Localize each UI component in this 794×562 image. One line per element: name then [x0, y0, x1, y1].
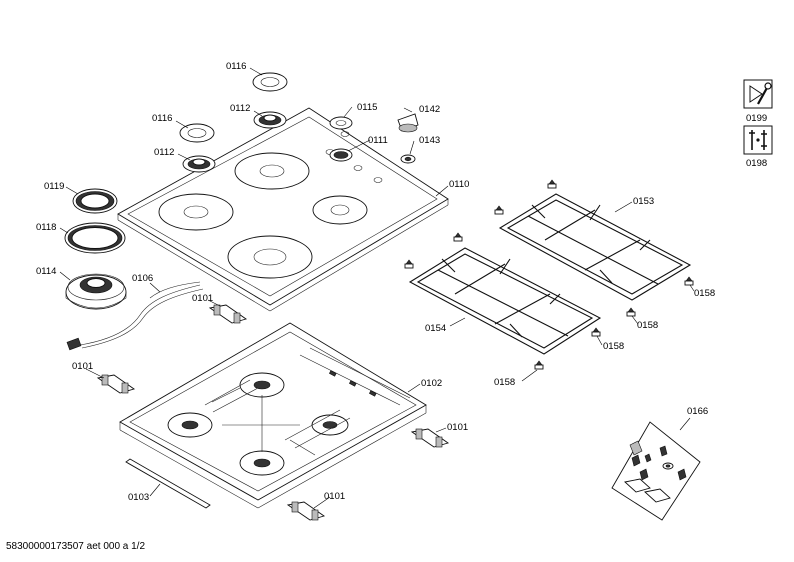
label-0158-b: 0158 — [637, 320, 658, 331]
bracket-0101-left — [96, 374, 136, 394]
burner-head-0112-top — [253, 111, 287, 129]
ignition-cable-0106 — [66, 281, 204, 351]
label-0158-d: 0158 — [494, 377, 515, 388]
control-knob-0142 — [397, 113, 419, 133]
label-0101-left: 0101 — [72, 361, 93, 372]
seal-strip-0103 — [125, 458, 211, 509]
label-0198: 0198 — [746, 158, 767, 169]
wok-ring-0118 — [64, 222, 126, 254]
label-0112-left: 0112 — [154, 147, 174, 158]
bottom-tray-0102 — [119, 322, 427, 509]
burner-head-0111 — [329, 148, 353, 162]
burner-cap-0115 — [329, 116, 353, 130]
label-0101-bottom: 0101 — [324, 491, 345, 502]
burner-head-0112-left — [182, 155, 216, 173]
hob-top-panel — [117, 107, 449, 312]
label-0102: 0102 — [421, 378, 442, 389]
label-0112-top: 0112 — [230, 103, 250, 114]
label-0199: 0199 — [746, 113, 767, 124]
label-0101-top: 0101 — [192, 293, 213, 304]
label-0116-top: 0116 — [226, 61, 246, 72]
label-0166: 0166 — [687, 406, 708, 417]
label-0101-right: 0101 — [447, 422, 468, 433]
label-0116-left: 0116 — [152, 113, 172, 124]
label-0114: 0114 — [36, 266, 56, 277]
manual-wrench-icon — [743, 79, 773, 109]
label-0103: 0103 — [128, 492, 149, 503]
label-0106: 0106 — [132, 273, 153, 284]
label-0143: 0143 — [419, 135, 440, 146]
wok-cap-0119 — [72, 188, 118, 214]
rubber-feet-0158 — [404, 179, 694, 370]
label-0154: 0154 — [425, 323, 446, 334]
burner-cap-0116-top — [252, 72, 288, 92]
injector-kit-0166 — [611, 421, 701, 521]
bracket-0101-bottom — [286, 501, 326, 521]
label-0111: 0111 — [368, 135, 388, 146]
wok-burner-0114 — [65, 273, 127, 310]
label-0158-c: 0158 — [603, 341, 624, 352]
tools-icon — [743, 125, 773, 155]
label-0119: 0119 — [44, 181, 64, 192]
burner-cap-0116-left — [179, 123, 215, 143]
pan-support-0154 — [408, 247, 602, 355]
bracket-0101-top — [208, 304, 248, 324]
label-0110: 0110 — [449, 179, 469, 190]
label-0153: 0153 — [633, 196, 654, 207]
pan-support-0153 — [498, 193, 692, 301]
label-0142: 0142 — [419, 104, 440, 115]
label-0118: 0118 — [36, 222, 56, 233]
part-labels: 0116 0116 0112 0112 0115 0142 0111 0143 … — [36, 61, 767, 503]
knob-ring-0143 — [400, 154, 416, 164]
label-0115: 0115 — [357, 102, 377, 113]
label-0158-a: 0158 — [694, 288, 715, 299]
leader-lines — [59, 67, 695, 509]
bracket-0101-right — [410, 428, 450, 448]
document-footer-code: 58300000173507 aet 000 a 1/2 — [6, 541, 146, 552]
